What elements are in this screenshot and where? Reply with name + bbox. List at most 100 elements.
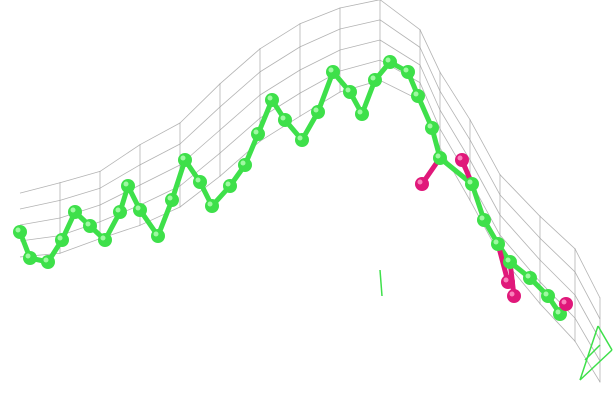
atom-highlight xyxy=(385,57,391,63)
mesh-strand xyxy=(439,71,471,120)
electron-density-mesh xyxy=(19,0,601,383)
mesh-strand xyxy=(539,303,576,342)
mesh-strand xyxy=(539,259,576,296)
carbon-atom xyxy=(205,199,219,213)
carbon-atom xyxy=(55,233,69,247)
mesh-strand xyxy=(439,109,471,161)
mesh-strand xyxy=(19,182,61,194)
atom-highlight xyxy=(370,75,376,81)
carbon-atom xyxy=(278,113,292,127)
carbon-bond xyxy=(169,157,188,203)
carbon-atom xyxy=(523,271,537,285)
mesh-strand xyxy=(59,171,101,184)
carbon-atom xyxy=(343,85,357,99)
atom-highlight xyxy=(100,235,106,241)
mesh-strand xyxy=(339,0,381,9)
atom-highlight xyxy=(403,67,409,73)
atom-highlight xyxy=(479,215,485,221)
mesh-strand xyxy=(299,28,341,48)
axis-line xyxy=(579,325,599,381)
atom-highlight xyxy=(207,201,213,207)
atom-highlight xyxy=(503,277,509,283)
mesh-strand xyxy=(19,217,61,226)
carbon-atom xyxy=(193,175,207,189)
atom-highlight xyxy=(253,129,259,135)
atom-highlight xyxy=(555,309,561,315)
oxygen-atom xyxy=(455,153,469,167)
mesh-strand xyxy=(439,90,471,141)
axis-line xyxy=(597,325,613,351)
mesh-strand xyxy=(499,174,541,217)
mesh-strand xyxy=(219,117,261,154)
carbon-atom xyxy=(311,105,325,119)
mesh-strand xyxy=(219,71,261,108)
mesh-strand xyxy=(19,199,61,210)
mesh-strand xyxy=(539,281,576,319)
atom-highlight xyxy=(240,160,246,166)
axis-indicator xyxy=(379,269,613,381)
atom-highlight xyxy=(561,299,567,305)
atom-highlight xyxy=(195,177,201,183)
carbon-atom xyxy=(491,237,505,251)
mesh-strand xyxy=(179,152,221,187)
carbon-atom xyxy=(238,158,252,172)
atom-highlight xyxy=(280,115,286,121)
axis-line xyxy=(584,344,601,361)
mesh-strand xyxy=(179,106,221,145)
mesh-strand xyxy=(539,237,576,273)
carbon-atom xyxy=(178,153,192,167)
atom-highlight xyxy=(435,153,441,159)
mesh-strand xyxy=(574,340,601,383)
atom-highlight xyxy=(525,273,531,279)
carbon-atom xyxy=(355,107,369,121)
carbon-atom xyxy=(151,229,165,243)
mesh-strand xyxy=(219,94,261,131)
atom-highlight xyxy=(493,239,499,245)
carbon-atom xyxy=(383,55,397,69)
axis-tick xyxy=(379,269,383,297)
mesh-strand xyxy=(419,82,441,130)
mesh-strand xyxy=(419,47,441,92)
mesh-strand xyxy=(219,48,261,85)
mesh-strand xyxy=(139,143,181,166)
mesh-strand xyxy=(59,187,101,201)
atom-highlight xyxy=(313,107,319,113)
oxygen-atom xyxy=(559,297,573,311)
atom-highlight xyxy=(345,87,351,93)
carbon-atom xyxy=(541,289,555,303)
atom-highlight xyxy=(43,257,49,263)
carbon-atom xyxy=(503,255,517,269)
atom-highlight xyxy=(225,181,231,187)
mesh-strand xyxy=(469,119,501,175)
mesh-strand xyxy=(59,238,101,254)
atom-highlight xyxy=(417,179,423,185)
carbon-atom xyxy=(23,251,37,265)
carbon-atom xyxy=(251,127,265,141)
carbon-atom xyxy=(326,65,340,79)
atom-highlight xyxy=(509,291,515,297)
mesh-strand xyxy=(419,29,441,73)
carbon-atom xyxy=(83,219,97,233)
mesh-strand xyxy=(469,159,501,216)
atom-highlight xyxy=(180,155,186,161)
atom-highlight xyxy=(153,231,159,237)
mesh-strand xyxy=(99,164,141,189)
mesh-strand xyxy=(259,46,301,73)
atom-highlight xyxy=(70,207,76,213)
carbon-atom xyxy=(411,89,425,103)
axis-line xyxy=(579,349,613,381)
carbon-atom xyxy=(265,93,279,107)
mesh-strand xyxy=(299,7,341,25)
mesh-strand xyxy=(259,115,301,142)
mesh-strand xyxy=(499,194,541,239)
mesh-strand xyxy=(379,39,421,66)
atom-highlight xyxy=(427,123,433,129)
mesh-strand xyxy=(299,49,341,71)
mesh-strand xyxy=(379,19,421,48)
carbon-atom xyxy=(477,213,491,227)
atom-highlight xyxy=(328,67,334,73)
carbon-atom xyxy=(68,205,82,219)
carbon-atom xyxy=(465,177,479,191)
atom-highlight xyxy=(115,207,121,213)
